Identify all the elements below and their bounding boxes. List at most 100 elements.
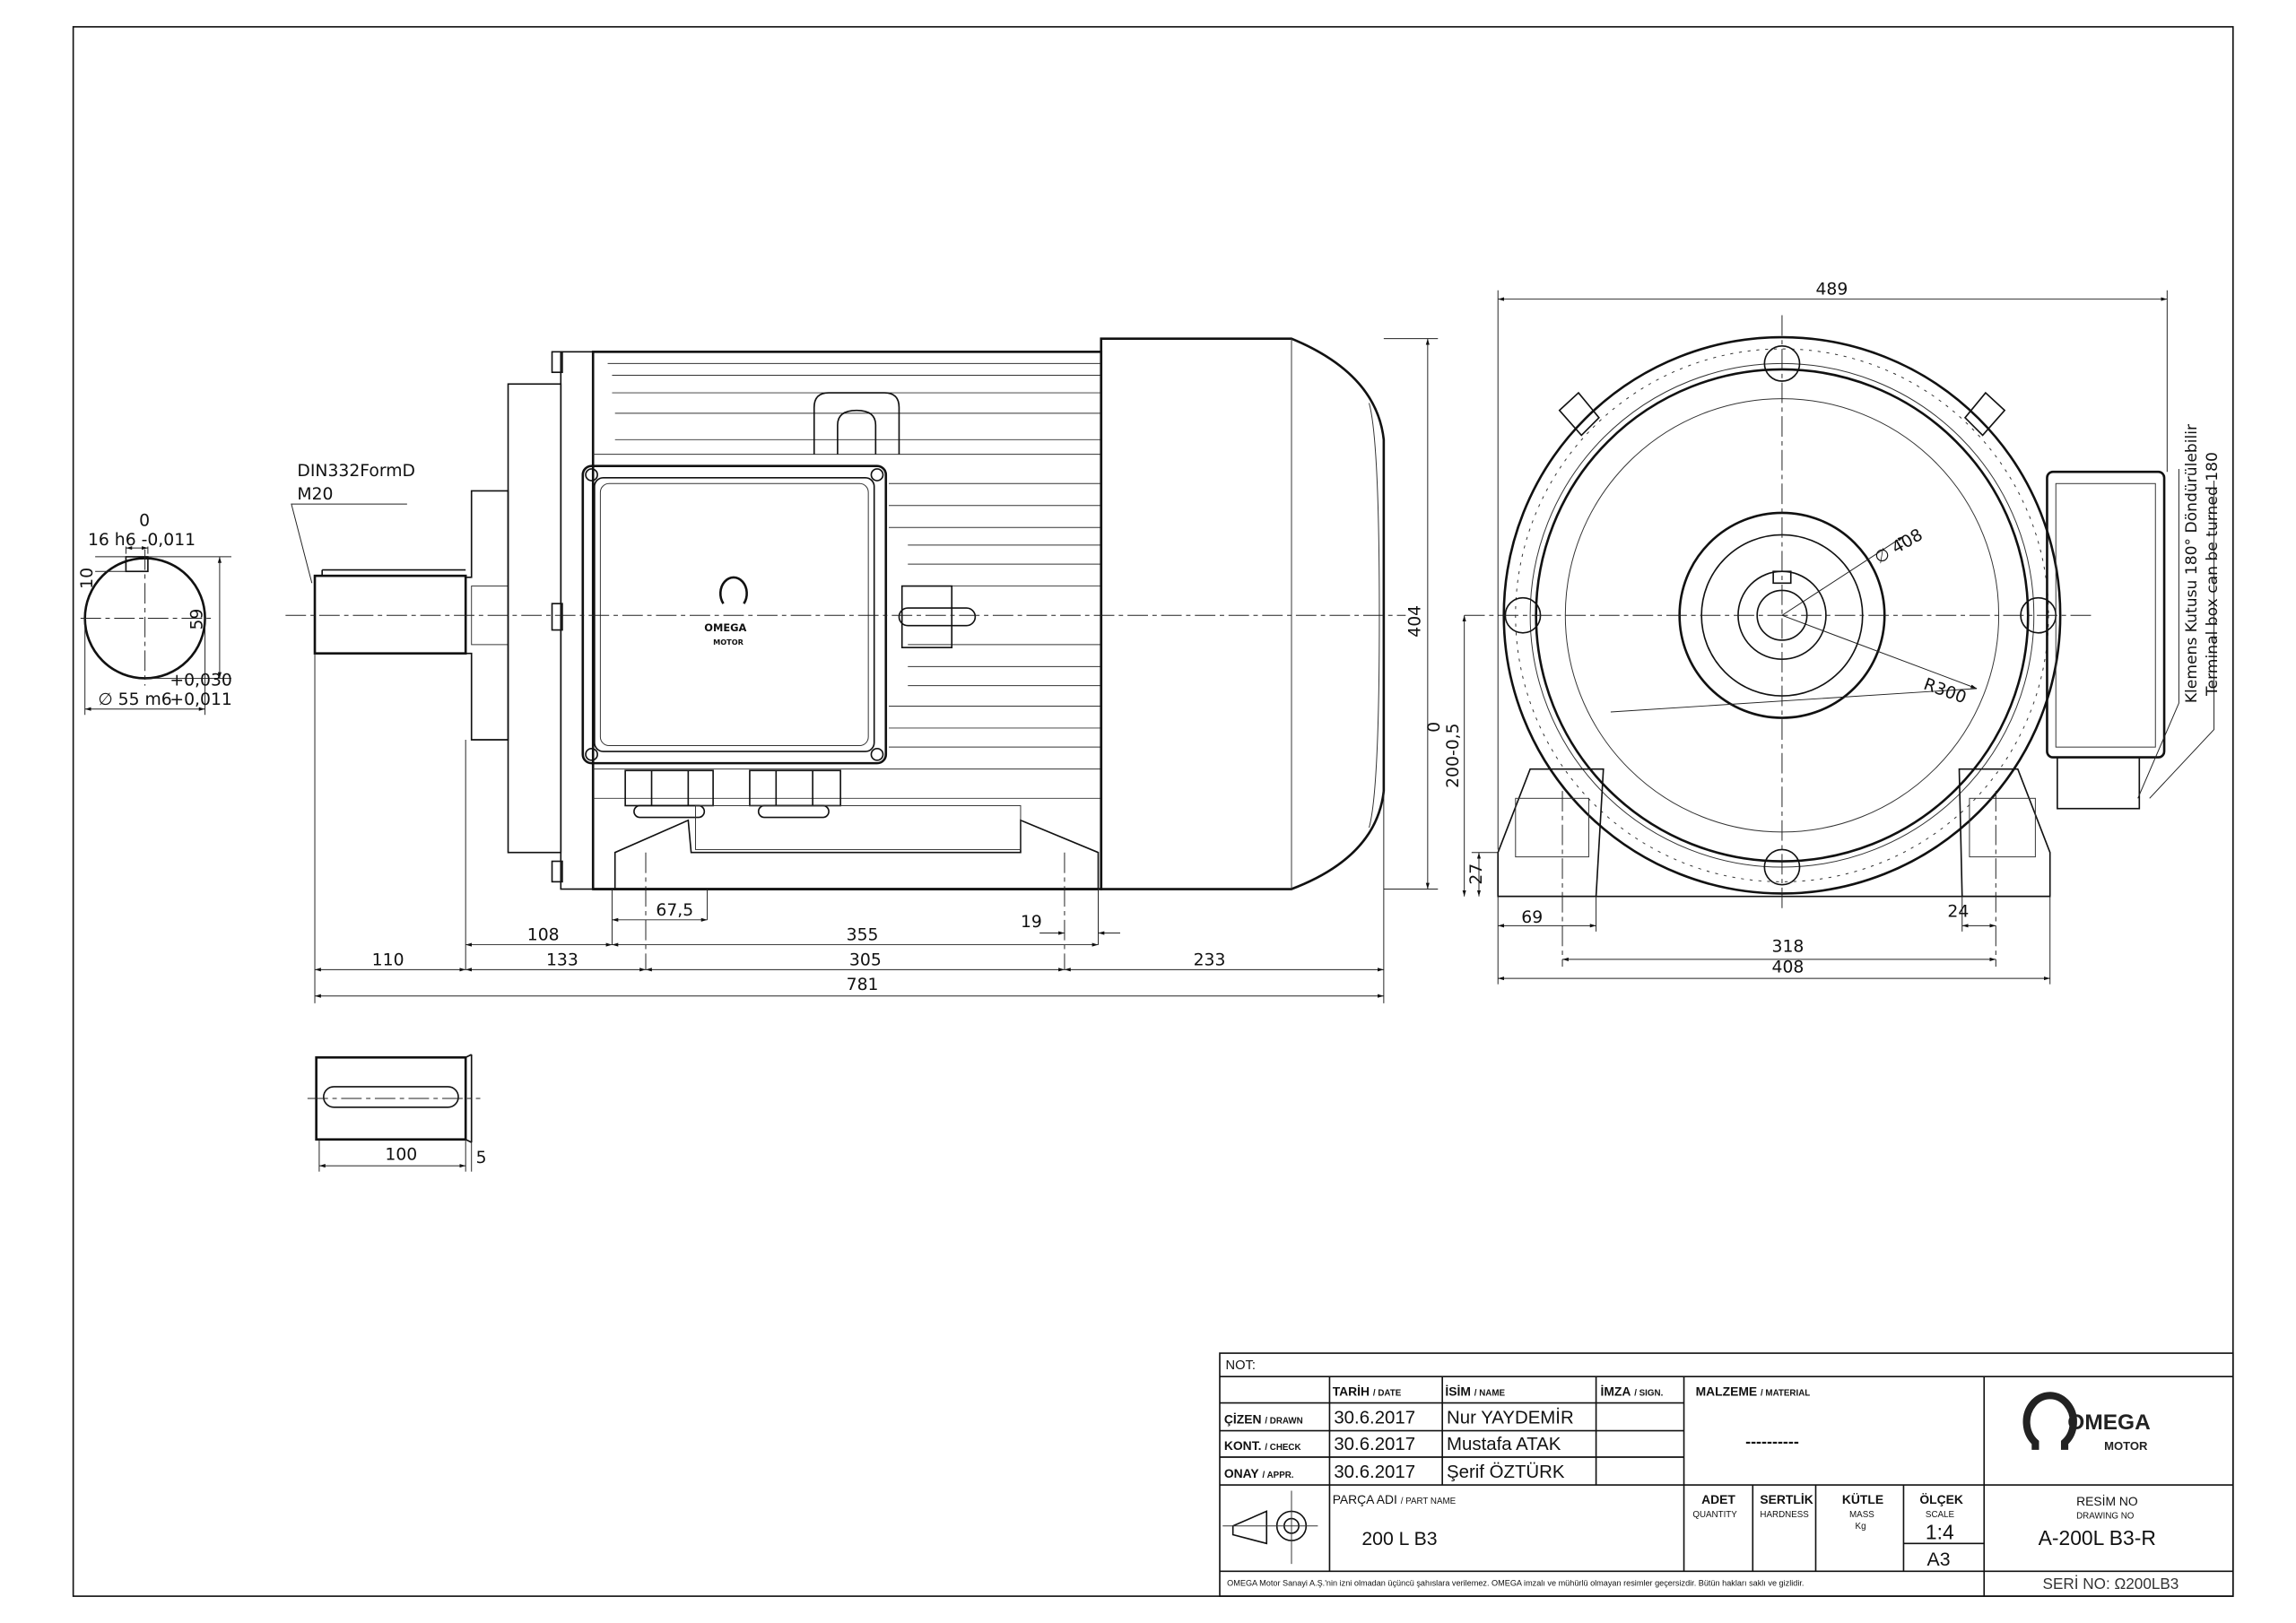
dim-r300: R300 (1921, 675, 1969, 707)
shaft-diameter-dim: ∅ 55 m6 (98, 690, 171, 709)
svg-text:ONAY / APPR.: ONAY / APPR. (1224, 1466, 1294, 1480)
key-height-dim: 10 (78, 568, 97, 589)
omega-logo-small: OMEGA MOTOR (704, 576, 748, 647)
motor-side-view: DIN332FormD M20 (285, 337, 1439, 1003)
svg-text:ÇİZEN / DRAWN: ÇİZEN / DRAWN (1224, 1411, 1303, 1426)
shaft-height-dim: 59 (187, 609, 206, 630)
dim-233: 233 (1194, 950, 1226, 969)
not-label: NOT: (1226, 1358, 1256, 1373)
row-drawn-role-en: / DRAWN (1265, 1416, 1302, 1426)
sheet-size: A3 (1927, 1549, 1951, 1570)
center-hole-standard: DIN332FormD (297, 462, 415, 481)
end-view-foot-left (1497, 768, 1605, 898)
svg-text:TARİH / DATE: TARİH / DATE (1333, 1384, 1402, 1398)
quantity-label-en: QUANTITY (1692, 1510, 1737, 1520)
dim-355: 355 (847, 926, 879, 945)
row-appr-date: 30.6.2017 (1334, 1462, 1415, 1482)
hardness-label: SERTLİK (1760, 1492, 1813, 1506)
logo-small-omega: OMEGA (704, 621, 746, 634)
row-check-date: 30.6.2017 (1334, 1435, 1415, 1454)
scale-value: 1:4 (1926, 1520, 1954, 1543)
dim-100: 100 (385, 1146, 417, 1165)
scale-label: ÖLÇEK (1919, 1492, 1963, 1506)
row-check-role-en: / CHECK (1265, 1443, 1300, 1453)
row-check-role: KONT. (1224, 1438, 1262, 1453)
svg-text:İMZA / SIGN.: İMZA / SIGN. (1600, 1384, 1663, 1398)
dim-305: 305 (849, 950, 882, 969)
terminal-note-tr: Klemens Kutusu 180° Döndürülebilir (2183, 423, 2201, 703)
part-name-label-en: / PART NAME (1401, 1497, 1457, 1506)
motor-feet (613, 819, 1100, 890)
dim-489: 489 (1815, 281, 1848, 299)
row-drawn-role: ÇİZEN (1224, 1411, 1262, 1426)
logo-motor: MOTOR (2104, 1439, 2148, 1453)
terminal-note-en: Terminal box can be turned 180 (2204, 452, 2222, 697)
serial-number: SERİ NO: Ω200LB3 (2043, 1575, 2179, 1593)
row-appr-role-en: / APPR. (1263, 1471, 1294, 1480)
motor-end-view: 489 ∅ 408 R300 0 200-0,5 27 69 24 318 40… (1425, 281, 2222, 985)
shaft (313, 574, 467, 655)
projection-symbol (1222, 1490, 1318, 1565)
row-drawn-name: Nur YAYDEMİR (1447, 1407, 1574, 1428)
header-sign: İMZA (1600, 1384, 1631, 1398)
logo-omega: OMEGA (2067, 1410, 2151, 1435)
svg-text:MALZEME / MATERIAL: MALZEME / MATERIAL (1696, 1384, 1811, 1398)
end-view-terminal-box (2046, 470, 2166, 759)
omega-logo: OMEGA MOTOR (2022, 1392, 2151, 1453)
scale-label-en: SCALE (1926, 1510, 1955, 1520)
header-name-en: / NAME (1474, 1388, 1506, 1398)
quantity-label: ADET (1701, 1492, 1735, 1506)
shaft-cross-section: 0 16 h6 -0,011 10 59 +0,030 ∅ 55 m6 +0,0… (78, 512, 232, 716)
header-date-en: / DATE (1373, 1388, 1402, 1398)
dim-height-tol: 0 (1425, 722, 1444, 733)
cable-glands (624, 769, 841, 819)
dim-318: 318 (1772, 938, 1805, 957)
dim-5: 5 (476, 1149, 487, 1167)
hardness-label-en: HARDNESS (1760, 1510, 1809, 1520)
shaft-tol-lower: +0,011 (170, 690, 231, 709)
material-value: ---------- (1745, 1433, 1799, 1451)
row-appr-name: Şerif ÖZTÜRK (1447, 1462, 1565, 1482)
mass-label-en: MASS (1849, 1510, 1874, 1520)
key-tol-upper: 0 (139, 512, 150, 531)
drawing-no-label-en: DRAWING NO (2076, 1512, 2135, 1522)
dim-19: 19 (1021, 913, 1042, 932)
svg-text:PARÇA ADI / PART NAME: PARÇA ADI / PART NAME (1333, 1492, 1457, 1506)
dim-404: 404 (1406, 605, 1425, 638)
drawing-border (72, 26, 2234, 1597)
end-view-foot-right (1958, 768, 2051, 898)
dim-110: 110 (372, 950, 404, 969)
header-date: TARİH (1333, 1384, 1370, 1398)
dim-24: 24 (1947, 903, 1969, 922)
footer-note: OMEGA Motor Sanayi A.Ş.'nin izni olmadan… (1227, 1579, 1804, 1588)
terminal-box (581, 464, 888, 765)
dim-108: 108 (527, 926, 560, 945)
dim-408: 408 (1772, 959, 1805, 977)
dim-27: 27 (1467, 864, 1486, 885)
row-check-name: Mustafa ATAK (1447, 1435, 1561, 1454)
dim-height-200: 200-0,5 (1444, 723, 1463, 787)
header-material-en: / MATERIAL (1761, 1388, 1810, 1398)
part-name: 200 L B3 (1361, 1529, 1437, 1549)
part-name-label: PARÇA ADI (1333, 1492, 1397, 1506)
drawing-no: A-200L B3-R (2039, 1526, 2156, 1549)
center-hole-thread: M20 (297, 485, 333, 504)
key-width-dim: 16 h6 -0,011 (88, 531, 196, 550)
svg-text:KONT. / CHECK: KONT. / CHECK (1224, 1438, 1301, 1453)
header-sign-en: / SIGN. (1634, 1388, 1663, 1398)
shaft-key-detail: 100 5 (307, 1054, 487, 1172)
fan-cover (1100, 337, 1386, 890)
header-material: MALZEME (1696, 1384, 1758, 1398)
row-appr-role: ONAY (1224, 1466, 1260, 1480)
logo-small-motor: MOTOR (713, 638, 744, 647)
drawing-no-label: RESİM NO (2076, 1493, 2138, 1508)
svg-text:İSİM / NAME: İSİM / NAME (1445, 1384, 1505, 1398)
stator-housing (591, 351, 1103, 890)
title-block: NOT: TARİH / DATE İSİM / NAME İMZA / SIG… (1219, 1352, 2234, 1597)
dim-dia-408: ∅ 408 (1872, 525, 1926, 568)
dim-69: 69 (1521, 908, 1543, 927)
row-drawn-date: 30.6.2017 (1334, 1408, 1415, 1428)
mass-unit: Kg (1856, 1522, 1866, 1532)
shaft-tol-upper: +0,030 (170, 672, 231, 690)
